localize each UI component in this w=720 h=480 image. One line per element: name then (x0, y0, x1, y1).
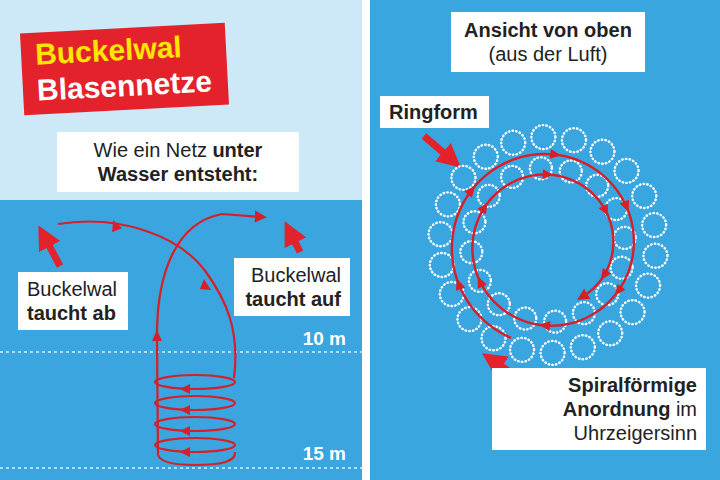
spiral-arrowhead (620, 200, 633, 214)
depth-line (0, 351, 362, 353)
leader-arrow (290, 232, 300, 252)
spiral-arrowhead (597, 268, 611, 283)
bubble (469, 270, 491, 292)
spiral-label-box: Spiralförmige Anordnungim Uhrzeigersinn (492, 368, 706, 450)
bubble (643, 244, 667, 268)
node-heading: Buckelwal (27, 277, 119, 301)
bubble (598, 321, 622, 345)
bubble (615, 159, 639, 183)
spiral-path (452, 149, 634, 338)
node-heading: Ringform (389, 100, 480, 124)
bubble (531, 125, 555, 149)
bubble (632, 184, 656, 208)
leader-arrow (424, 136, 452, 160)
helix-loop (155, 396, 235, 410)
whale-path (58, 214, 262, 465)
bubble (541, 341, 565, 365)
bubble (436, 192, 460, 216)
bubble (501, 131, 525, 155)
bubble (636, 274, 660, 298)
sea-top-view (370, 0, 720, 480)
node-text: taucht ab (27, 301, 119, 325)
sky (0, 0, 362, 200)
bubble (474, 145, 498, 169)
title-box: BuckelwalBlasennetze (20, 23, 229, 116)
spiral-arrowhead (464, 183, 479, 198)
spiral-line (452, 154, 634, 338)
helix-loop (155, 417, 235, 431)
helix-loop (155, 438, 235, 452)
bubble (621, 300, 645, 324)
leader-arrow (44, 236, 60, 266)
depth-line (0, 467, 362, 469)
helix-loop (155, 375, 235, 389)
intro-box: Wie ein Netzunter Wasser entsteht: (57, 132, 299, 192)
spiral-arrowhead (452, 277, 465, 291)
bubble (429, 222, 453, 246)
dive-box: Buckelwaltaucht ab (18, 272, 128, 330)
bubble (451, 166, 475, 190)
bubble (482, 326, 506, 350)
node-text: taucht auf (243, 287, 341, 311)
bubble (510, 338, 534, 362)
rise-box: Buckelwaltaucht auf (234, 258, 350, 316)
spiral-arrowhead (473, 275, 487, 289)
water (0, 200, 362, 480)
view-box: Ansicht von oben(aus der Luft) (451, 12, 645, 72)
helix-end (158, 452, 235, 465)
spiral-arrowhead (549, 149, 561, 161)
bubble (501, 166, 523, 188)
bubble (562, 128, 586, 152)
bubble-rings (429, 125, 668, 365)
depth-label: 10 m (303, 328, 346, 350)
direction-arrows (111, 220, 211, 457)
spiral-arrowhead (477, 200, 491, 215)
node-heading: Buckelwal (243, 263, 341, 287)
spiral-arrowhead (542, 169, 554, 180)
bubble (430, 253, 454, 277)
bubble (457, 307, 481, 331)
depth-label: 15 m (303, 443, 346, 465)
bubble (590, 140, 614, 164)
bubble (478, 185, 500, 207)
divider (362, 0, 370, 480)
node-text: (aus der Luft) (463, 42, 633, 66)
node-heading: Wie ein Netz (94, 139, 207, 161)
node-heading: Ansicht von oben (463, 18, 633, 42)
rise-path (157, 214, 262, 455)
spiral-arrowhead (599, 204, 613, 218)
spiral-arrowhead (611, 284, 626, 299)
bubble (642, 213, 666, 237)
spiral-arrowhead (538, 320, 550, 331)
ring-label-box: Ringform (380, 96, 489, 128)
bubble (571, 335, 595, 359)
